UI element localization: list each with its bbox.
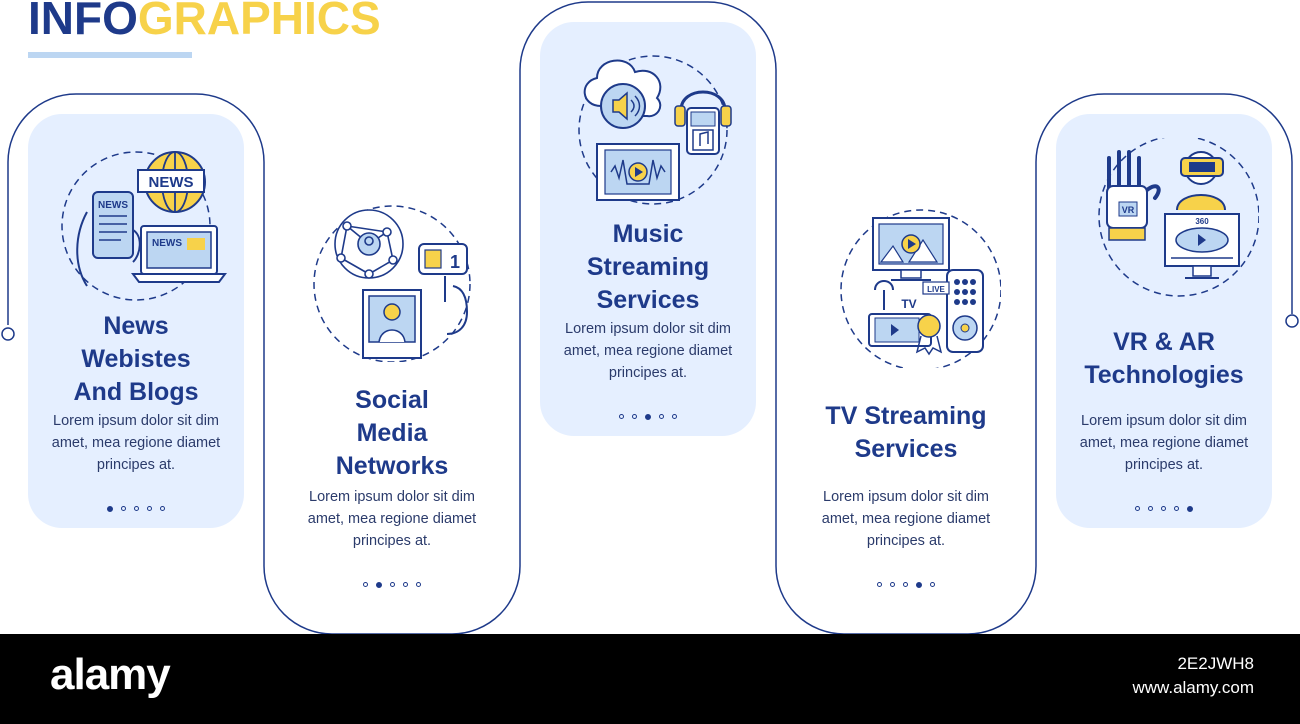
active-dot xyxy=(376,581,382,588)
360-video-screen-icon: 360 xyxy=(1164,213,1240,279)
active-dot xyxy=(645,413,651,420)
dot xyxy=(1135,506,1140,512)
card-description: Lorem ipsum dolor sit dim amet, mea regi… xyxy=(307,489,477,549)
dot xyxy=(363,582,368,588)
360-label: 360 xyxy=(1195,217,1209,226)
connector-outline xyxy=(1,1,1299,634)
card-social: 1 Social Media Networks Lorem ipsum dolo… xyxy=(284,186,500,606)
card-heading: Social Media Networks xyxy=(335,386,449,480)
dot xyxy=(147,506,152,512)
card-description: Lorem ipsum dolor sit dim amet, mea regi… xyxy=(821,489,991,549)
profile-card-icon xyxy=(362,289,422,359)
vr-icon-group: VR 360 xyxy=(1056,138,1272,298)
card-news: NEWS NEWS NEWS News Webistes And Blogs xyxy=(28,114,244,528)
pagination-dots xyxy=(284,576,500,588)
vr-headset-user-icon xyxy=(1176,151,1226,211)
dot xyxy=(672,414,677,420)
pagination-dots xyxy=(796,576,1016,588)
dot xyxy=(1174,506,1179,512)
cloud-speaker-icon xyxy=(583,59,662,129)
card-vr: VR 360 VR & AR Technologies Lorem ipsum … xyxy=(1056,114,1272,528)
smartphone-icon: NEWS xyxy=(92,191,134,259)
card-heading: Music Streaming Services xyxy=(586,220,710,314)
card-description: Lorem ipsum dolor sit dim amet, mea regi… xyxy=(1079,413,1249,473)
dot xyxy=(877,582,882,588)
card-description: Lorem ipsum dolor sit dim amet, mea regi… xyxy=(563,321,733,381)
card-music: Music Streaming Services Lorem ipsum dol… xyxy=(540,22,756,436)
dot xyxy=(619,414,624,420)
dot xyxy=(134,506,139,512)
title-underline xyxy=(28,52,192,58)
card-description: Lorem ipsum dolor sit dim amet, mea regi… xyxy=(51,413,221,473)
dot xyxy=(930,582,935,588)
satellite-antenna-icon: TV LIVE xyxy=(874,280,950,311)
network-icon xyxy=(334,209,404,279)
video-player-icon xyxy=(596,143,680,201)
pagination-dots xyxy=(540,408,756,420)
phone-news-label: NEWS xyxy=(98,200,128,211)
dot xyxy=(416,582,421,588)
remote-control-icon xyxy=(946,269,984,353)
music-icon-group xyxy=(540,48,756,208)
smartphone-award-icon xyxy=(868,313,943,356)
card-tv: TV LIVE TV Streaming Services Lorem ipsu… xyxy=(796,186,1016,606)
pagination-dots xyxy=(28,500,244,512)
card-heading: News Webistes And Blogs xyxy=(73,312,199,406)
tv-icon-group: TV LIVE xyxy=(796,208,1016,368)
tv-label: TV xyxy=(901,297,916,311)
card-heading: TV Streaming Services xyxy=(825,402,987,463)
site-url[interactable]: www.alamy.com xyxy=(1132,678,1254,697)
haptic-glove-icon: VR xyxy=(1106,150,1161,241)
laptop-icon: NEWS xyxy=(131,225,227,283)
social-icon-group: 1 xyxy=(284,202,500,362)
headphones-player-icon xyxy=(674,90,732,155)
active-dot xyxy=(1187,505,1193,512)
dot xyxy=(903,582,908,588)
dot xyxy=(659,414,664,420)
image-id: 2E2JWH8 xyxy=(1177,654,1254,673)
active-dot xyxy=(107,505,113,512)
notification-count: 1 xyxy=(450,252,460,272)
dot xyxy=(1161,506,1166,512)
vr-badge: VR xyxy=(1122,205,1135,215)
infographic-title: INFOGRAPHICS xyxy=(28,0,381,44)
news-icon-group: NEWS NEWS NEWS xyxy=(28,144,244,304)
television-icon xyxy=(872,217,950,281)
pagination-dots xyxy=(1056,500,1272,512)
dot xyxy=(890,582,895,588)
card-heading: VR & AR Technologies xyxy=(1084,328,1244,389)
live-badge: LIVE xyxy=(927,285,945,294)
footer-bar: alamy 2E2JWH8 www.alamy.com xyxy=(0,634,1300,724)
dot xyxy=(632,414,637,420)
dot xyxy=(390,582,395,588)
active-dot xyxy=(916,581,922,588)
dot xyxy=(1148,506,1153,512)
laptop-news-label: NEWS xyxy=(152,238,182,249)
alamy-logo: alamy xyxy=(50,650,171,699)
news-sign: NEWS xyxy=(149,174,194,191)
like-notification-icon: 1 xyxy=(418,243,468,275)
dot xyxy=(403,582,408,588)
dot xyxy=(121,506,126,512)
dot xyxy=(160,506,165,512)
